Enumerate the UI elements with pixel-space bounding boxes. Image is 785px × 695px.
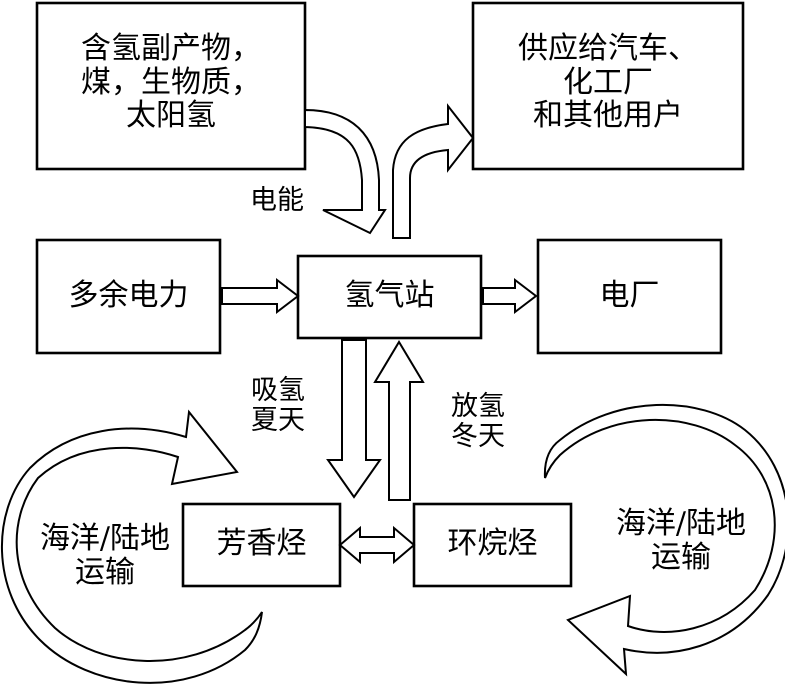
sources-text: 含氢副产物， 煤，生物质， 太阳氢 xyxy=(37,32,305,133)
surplus-power-box xyxy=(35,238,222,355)
release-label: 放氢 冬天 xyxy=(438,391,518,453)
cycloalkane-box xyxy=(412,502,573,588)
curved-arrow-up xyxy=(392,103,475,239)
absorb-line: 夏天 xyxy=(251,405,305,437)
transport-left-line: 运输 xyxy=(75,554,135,590)
aromatic-box xyxy=(181,502,342,588)
transport-left-label: 海洋/陆地 运输 xyxy=(20,522,190,589)
curved-arrow-down xyxy=(304,108,387,235)
sources-line: 含氢副产物， xyxy=(81,31,261,66)
transport-left-line: 海洋/陆地 xyxy=(39,521,171,556)
cycloalkane-label: 环烷烃 xyxy=(447,526,538,561)
transport-right-line: 海洋/陆地 xyxy=(615,506,747,541)
power-plant-box xyxy=(536,238,723,355)
aromatic-label: 芳香烃 xyxy=(216,526,307,561)
absorb-label: 吸氢 夏天 xyxy=(238,375,318,437)
transport-loop-left xyxy=(0,409,263,684)
users-box xyxy=(471,1,745,171)
station-label: 氢气站 xyxy=(344,278,435,313)
arrow-station-to-plant xyxy=(482,277,538,315)
arrow-release-up xyxy=(373,340,425,501)
absorb-line: 吸氢 xyxy=(251,375,305,406)
sources-box xyxy=(35,1,307,171)
transport-right-label: 海洋/陆地 运输 xyxy=(596,507,766,574)
users-text: 供应给汽车、 化工厂 和其他用户 xyxy=(473,32,743,133)
station-box xyxy=(296,254,483,340)
users-line: 供应给汽车、 xyxy=(518,31,698,66)
transport-right-line: 运输 xyxy=(651,539,711,575)
users-line: 和其他用户 xyxy=(533,98,683,134)
electric-energy-label: 电能 xyxy=(250,185,304,216)
users-line: 化工厂 xyxy=(563,64,653,100)
surplus-power-label: 多余电力 xyxy=(68,278,189,313)
arrow-absorb-down xyxy=(326,339,382,499)
sources-line: 太阳氢 xyxy=(126,98,216,134)
arrow-surplus-to-station xyxy=(221,277,300,315)
sources-line: 煤，生物质， xyxy=(81,64,261,100)
release-line: 冬天 xyxy=(451,421,505,453)
release-line: 放氢 xyxy=(451,391,505,422)
power-plant-label: 电厂 xyxy=(599,278,660,313)
arrow-exchange xyxy=(338,525,416,565)
transport-loop-right xyxy=(543,403,785,677)
